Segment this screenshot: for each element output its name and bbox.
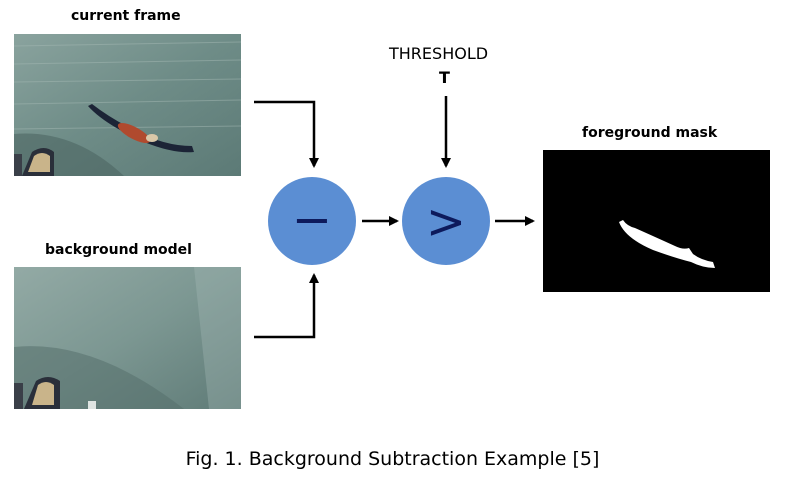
background-model-image [14,267,241,409]
threshold-label: THRESHOLD [389,44,489,63]
foreground-mask-label: foreground mask [582,125,718,141]
current-frame-label: current frame [71,8,181,24]
compare-operator-symbol: > [426,194,466,250]
arrow-background-model-to-subtract [254,273,319,339]
arrow-current-frame-to-subtract [254,100,319,168]
mask-background [543,150,770,292]
figure-caption: Fig. 1. Background Subtraction Example [… [185,448,600,470]
mask-foreground-blob [619,220,715,268]
subtract-operator-symbol: − [292,192,332,248]
subtract-operator-circle [268,177,356,265]
current-frame-image [14,34,241,176]
compare-operator-circle [402,177,490,265]
foreground-mask-image [543,150,770,292]
threshold-symbol: T [439,68,450,87]
background-model-label: background model [45,242,192,258]
